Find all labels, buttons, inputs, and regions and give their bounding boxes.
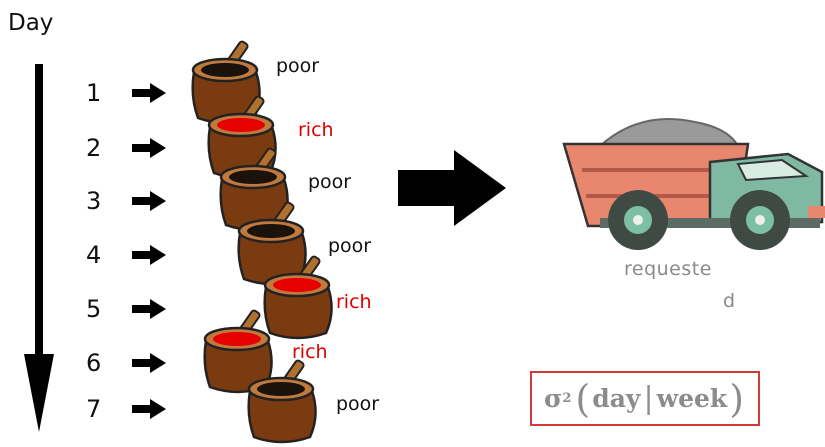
grade-label: poor	[328, 235, 372, 257]
right-arrow-icon	[132, 83, 166, 103]
truck-label-line-1: requeste	[624, 258, 712, 280]
timeline-down-arrow-icon	[24, 64, 54, 432]
power-exponent: 2	[562, 391, 572, 406]
day-number: 1	[86, 79, 102, 107]
conditional-bar: |	[643, 381, 654, 416]
right-arrow-icon	[132, 299, 166, 319]
big-right-arrow-icon	[398, 150, 506, 226]
grade-label: rich	[292, 341, 328, 363]
grade-label: poor	[308, 171, 352, 193]
sigma-symbol: σ	[543, 384, 563, 413]
grade-label: rich	[336, 291, 372, 313]
right-paren: )	[729, 376, 745, 421]
ore-sack-icon	[247, 359, 317, 444]
right-arrow-icon	[132, 138, 166, 158]
grade-label: poor	[336, 393, 380, 415]
day-number: 4	[86, 241, 102, 269]
day-number: 6	[86, 349, 102, 377]
ore-sack-icon	[203, 309, 273, 394]
left-paren: (	[575, 376, 591, 421]
right-arrow-icon	[132, 245, 166, 265]
day-number: 2	[86, 134, 102, 162]
formula-week: week	[656, 384, 728, 413]
day-number: 7	[86, 395, 102, 423]
day-number: 3	[86, 187, 102, 215]
ore-sack-icon	[263, 255, 333, 340]
ore-sack-icon	[219, 147, 289, 232]
right-arrow-icon	[132, 191, 166, 211]
grade-label: poor	[276, 55, 320, 77]
right-arrow-icon	[132, 399, 166, 419]
truck-label-line-2: d	[723, 290, 736, 312]
formula-day: day	[592, 384, 641, 413]
day-list: 1 poor 2 rich 3 poor 4 poor 5 ric	[86, 40, 446, 444]
dump-truck-icon	[562, 118, 825, 250]
right-arrow-icon	[132, 353, 166, 373]
day-axis-title: Day	[8, 10, 54, 36]
day-number: 5	[86, 295, 102, 323]
grade-label: rich	[298, 119, 334, 141]
